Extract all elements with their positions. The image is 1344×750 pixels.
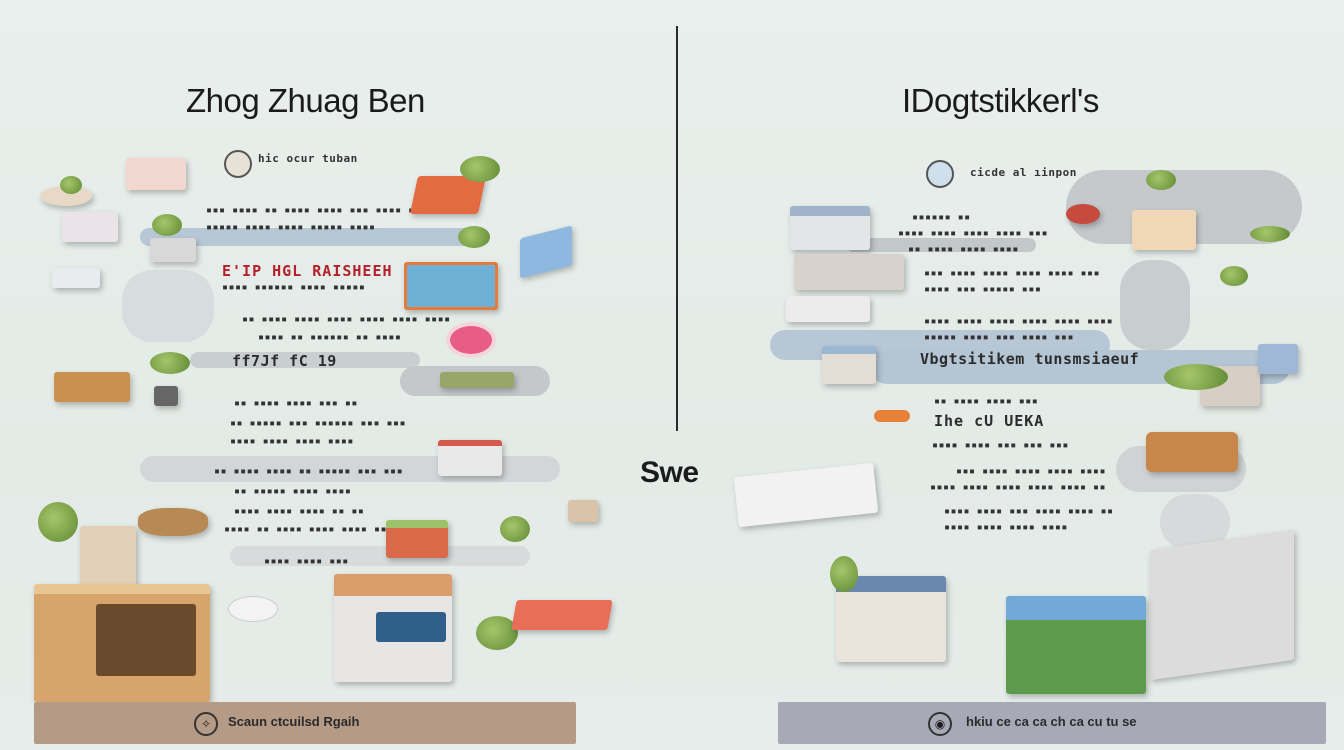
box-illustration: [794, 254, 904, 290]
box-illustration: [1146, 432, 1238, 472]
box-illustration: [386, 520, 448, 558]
text-row: ▪▪▪▪ ▪▪▪▪ ▪▪▪▪ ▪▪▪▪: [944, 522, 1068, 533]
text-row: ▪▪▪▪ ▪▪▪▪ ▪▪▪▪ ▪▪▪▪ ▪▪▪▪ ▪▪▪▪: [924, 316, 1114, 327]
left-title: Zhog Zhuag Ben: [186, 82, 425, 119]
plant-illustration: [38, 502, 78, 542]
text-row: ▪▪▪▪▪▪ ▪▪: [912, 212, 971, 223]
text-row: ▪▪▪ ▪▪▪▪ ▪▪▪▪ ▪▪▪▪ ▪▪▪▪ ▪▪▪: [924, 268, 1101, 279]
pink-disc: [446, 322, 496, 358]
plant-illustration: [830, 556, 858, 592]
plant-illustration: [458, 226, 490, 248]
compass-icon: ✧: [194, 712, 218, 736]
box-illustration: [80, 526, 136, 594]
left-header-text: hic ocur tuban: [258, 152, 358, 165]
box-illustration: [126, 158, 186, 190]
box-illustration: [440, 372, 514, 388]
compass-icon: [224, 150, 252, 178]
plant-illustration: [1146, 170, 1176, 190]
text-row: ▪▪▪▪ ▪▪ ▪▪▪▪▪▪ ▪▪ ▪▪▪▪: [258, 332, 402, 343]
text-row: ▪▪▪▪ ▪▪▪▪ ▪▪▪▪ ▪▪ ▪▪: [234, 506, 365, 517]
plant-illustration: [1164, 364, 1228, 390]
left-line-heading: ff7Jf fC 19: [232, 352, 337, 370]
text-row: ▪▪ ▪▪▪▪▪ ▪▪▪▪ ▪▪▪▪: [234, 486, 352, 497]
box-illustration: [1132, 210, 1196, 250]
box-illustration: [568, 500, 598, 522]
box-illustration: [150, 238, 196, 262]
box-illustration: [154, 386, 178, 406]
papers-illustration: [1150, 529, 1294, 681]
right-red-heading: Ihe cU UEKA: [934, 412, 1045, 430]
road-band: [1120, 260, 1190, 350]
papers-illustration: [733, 462, 879, 528]
right-header-text: cicde al ıinpon: [970, 166, 1077, 179]
orange-ribbon: [874, 410, 910, 422]
box-illustration: [790, 206, 870, 250]
plant-illustration: [500, 516, 530, 542]
box-illustration: [1006, 596, 1146, 694]
text-row: ▪▪ ▪▪▪▪ ▪▪▪▪ ▪▪ ▪▪▪▪▪ ▪▪▪ ▪▪▪: [214, 466, 404, 477]
right-title: IDogtstikkerl's: [902, 82, 1099, 119]
text-row: ▪▪▪▪ ▪▪▪ ▪▪▪▪▪ ▪▪▪: [924, 284, 1042, 295]
plant-illustration: [150, 352, 190, 374]
left-footer-text: Scaun ctcuilsd Rgaih: [228, 714, 360, 729]
text-row: ▪▪▪▪ ▪▪▪▪ ▪▪▪: [264, 556, 349, 567]
text-row: ▪▪▪▪ ▪▪▪▪ ▪▪▪▪ ▪▪▪▪: [230, 436, 354, 447]
text-row: ▪▪ ▪▪▪▪ ▪▪▪▪ ▪▪▪▪ ▪▪▪▪ ▪▪▪▪ ▪▪▪▪: [242, 314, 451, 325]
window-illustration: [376, 612, 446, 642]
box-illustration: [1258, 344, 1298, 374]
text-row: ▪▪▪▪ ▪▪▪▪ ▪▪▪▪ ▪▪▪▪ ▪▪▪: [898, 228, 1048, 239]
text-row: ▪▪ ▪▪▪▪▪ ▪▪▪ ▪▪▪▪▪▪ ▪▪▪ ▪▪▪: [230, 418, 407, 429]
road-band: [190, 352, 420, 368]
road-band: [230, 546, 530, 566]
box-illustration: [409, 176, 487, 214]
road-band: [846, 238, 1036, 252]
right-line-heading: Vbgtsitikem tunsmsiaeuf: [920, 350, 1140, 368]
text-row: ▪▪▪▪ ▪▪▪▪▪▪ ▪▪▪▪ ▪▪▪▪▪: [222, 282, 366, 293]
text-row: ▪▪ ▪▪▪▪ ▪▪▪▪ ▪▪▪ ▪▪: [234, 398, 358, 409]
box-illustration: [138, 508, 208, 536]
left-red-heading: E'IP HGL RAISHEEH: [222, 262, 393, 280]
plant-illustration: [152, 214, 182, 236]
globe-icon: [926, 160, 954, 188]
box-illustration: [52, 268, 100, 288]
text-row: ▪▪ ▪▪▪▪ ▪▪▪▪ ▪▪▪▪: [908, 244, 1019, 255]
box-illustration: [786, 296, 870, 322]
plant-illustration: [60, 176, 82, 194]
center-word: Swe: [640, 456, 699, 489]
left-panel: Zhog Zhuag Ben hic ocur tuban ▪▪▪ ▪▪▪▪ ▪…: [34, 82, 613, 744]
box-illustration: [54, 372, 130, 402]
box-illustration: [822, 346, 876, 384]
text-row: ▪▪▪▪ ▪▪▪▪ ▪▪▪ ▪▪▪▪ ▪▪▪▪ ▪▪: [944, 506, 1114, 517]
box-illustration: [836, 576, 946, 662]
shelf-compartment: [96, 604, 196, 676]
text-row: ▪▪▪▪ ▪▪▪▪ ▪▪▪▪ ▪▪▪▪ ▪▪▪▪ ▪▪: [930, 482, 1107, 493]
right-footer-text: hkiu ce ca ca ch ca cu tu se: [966, 714, 1137, 729]
plant-illustration: [476, 616, 518, 650]
text-row: ▪▪▪▪▪ ▪▪▪▪ ▪▪▪ ▪▪▪▪ ▪▪▪: [924, 332, 1074, 343]
right-panel: IDogtstikkerl's cicde al ıinpon ▪▪▪▪▪▪ ▪…: [680, 0, 1344, 750]
left-footer-bar: ✧ Scaun ctcuilsd Rgaih: [34, 702, 576, 744]
text-row: ▪▪▪ ▪▪▪▪ ▪▪▪▪ ▪▪▪▪ ▪▪▪▪: [956, 466, 1106, 477]
text-row: ▪▪▪▪ ▪▪▪▪ ▪▪▪ ▪▪▪ ▪▪▪: [932, 440, 1069, 451]
plate-illustration: [228, 596, 278, 622]
right-footer-bar: ◉ hkiu ce ca ca ch ca cu tu se: [778, 702, 1326, 744]
text-row: ▪▪▪▪ ▪▪ ▪▪▪▪ ▪▪▪▪ ▪▪▪▪ ▪▪: [224, 524, 388, 535]
road-band: [140, 228, 490, 246]
box-illustration: [404, 262, 498, 310]
road-band: [122, 270, 214, 342]
text-row: ▪▪ ▪▪▪▪ ▪▪▪▪ ▪▪▪: [934, 396, 1039, 407]
globe-icon: ◉: [928, 712, 952, 736]
box-illustration: [438, 440, 502, 476]
plant-illustration: [1250, 226, 1290, 242]
plant-illustration: [460, 156, 500, 182]
box-illustration: [62, 212, 118, 242]
text-row: ▪▪▪ ▪▪▪▪ ▪▪ ▪▪▪▪ ▪▪▪▪ ▪▪▪ ▪▪▪▪ ▪▪▪▪: [206, 205, 435, 216]
plant-illustration: [1220, 266, 1248, 286]
box-illustration: [520, 225, 572, 279]
box-illustration: [511, 600, 613, 630]
text-row: ▪▪▪▪▪ ▪▪▪▪ ▪▪▪▪ ▪▪▪▪▪ ▪▪▪▪: [206, 222, 376, 233]
center-divider: [676, 26, 678, 431]
box-illustration: [1066, 204, 1100, 224]
